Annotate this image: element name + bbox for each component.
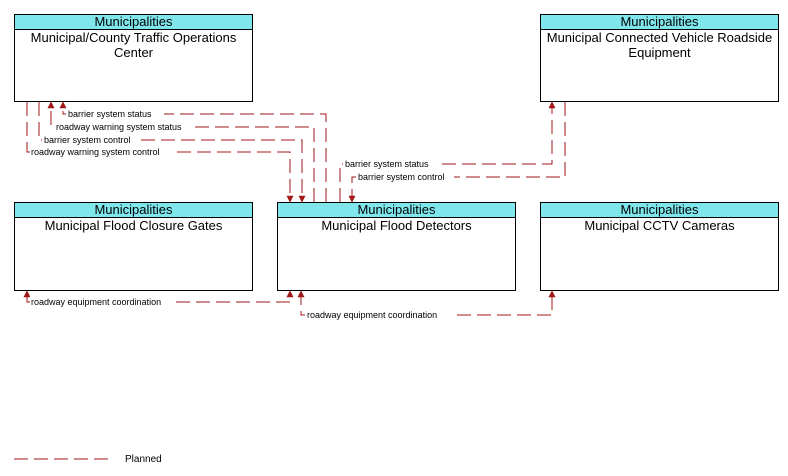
flow-label-rse-barrier-status: barrier system status bbox=[345, 159, 429, 169]
node-category: Municipalities bbox=[15, 203, 252, 218]
flow-line-rse-barrier-control bbox=[348, 102, 566, 203]
node-flood-closure-gates: Municipalities Municipal Flood Closure G… bbox=[14, 202, 253, 291]
node-title: Municipal/County Traffic Operations Cent… bbox=[30, 30, 237, 60]
flow-label-cctv-coordination: roadway equipment coordination bbox=[307, 310, 437, 320]
node-title: Municipal Flood Detectors bbox=[321, 218, 472, 233]
flow-label-rse-barrier-control: barrier system control bbox=[358, 172, 445, 182]
flow-label-tmc-warning-status: roadway warning system status bbox=[56, 122, 182, 132]
flow-line-tmc-barrier-status bbox=[59, 101, 327, 202]
node-category: Municipalities bbox=[15, 15, 252, 30]
flow-label-tmc-barrier-status: barrier system status bbox=[68, 109, 152, 119]
node-category: Municipalities bbox=[278, 203, 515, 218]
flow-line-rse-barrier-status bbox=[339, 101, 556, 202]
node-traffic-operations-center: Municipalities Municipal/County Traffic … bbox=[14, 14, 253, 102]
node-category: Municipalities bbox=[541, 15, 778, 30]
flow-label-tmc-warning-control: roadway warning system control bbox=[31, 147, 160, 157]
flow-label-tmc-barrier-control: barrier system control bbox=[44, 135, 131, 145]
flow-line-tmc-barrier-control bbox=[38, 102, 306, 203]
node-flood-detectors: Municipalities Municipal Flood Detectors bbox=[277, 202, 516, 291]
node-connected-vehicle-rse: Municipalities Municipal Connected Vehic… bbox=[540, 14, 779, 102]
flow-label-gates-coordination: roadway equipment coordination bbox=[31, 297, 161, 307]
node-cctv-cameras: Municipalities Municipal CCTV Cameras bbox=[540, 202, 779, 291]
legend-planned-label: Planned bbox=[125, 454, 162, 465]
node-category: Municipalities bbox=[541, 203, 778, 218]
node-title: Municipal CCTV Cameras bbox=[584, 218, 735, 233]
node-title: Municipal Connected Vehicle Roadside Equ… bbox=[546, 30, 773, 60]
node-title: Municipal Flood Closure Gates bbox=[44, 218, 223, 233]
